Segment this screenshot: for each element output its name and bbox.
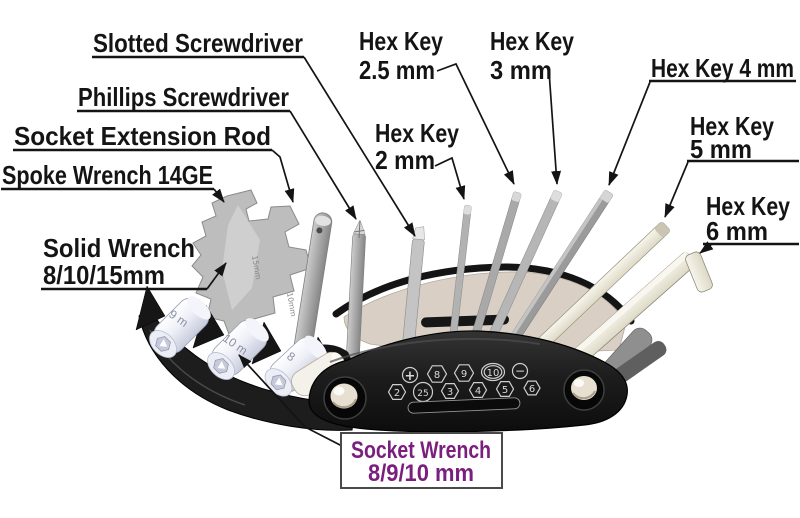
- leader-solid-wrench: [206, 262, 227, 290]
- right-rivet: [563, 369, 605, 411]
- label-hex-2-line1: Hex Key: [375, 118, 459, 148]
- marking-minus: −: [515, 364, 525, 378]
- marking-6: 6: [529, 384, 535, 395]
- back-plate-slot: [421, 314, 509, 328]
- label-hex-3-line2: 3 mm: [490, 55, 552, 85]
- marking-2: 2: [394, 388, 400, 399]
- multi-tool-illustration: 15mm 10mm: [135, 189, 713, 433]
- leader-slotted: [303, 56, 416, 237]
- marking-25: 25: [417, 389, 428, 399]
- spoke-wrench-facet: [222, 205, 260, 310]
- label-hex-6-line2: 6 mm: [706, 216, 768, 246]
- left-rivet: [323, 376, 367, 420]
- label-slotted-screwdriver: Slotted Screwdriver: [93, 28, 303, 58]
- socket-wrench-callout-box: Socket Wrench 8/9/10 mm: [340, 432, 503, 489]
- phillips-screwdriver-rod: [345, 219, 366, 365]
- leader-hex-4: [608, 81, 651, 186]
- marking-9: 9: [461, 369, 467, 380]
- label-phillips-screwdriver: Phillips Screwdriver: [78, 82, 289, 112]
- hex-key-6mm-bend: [685, 251, 713, 293]
- hex-key-3mm-rod: [475, 190, 563, 366]
- label-socket-wrench-line1: Socket Wrench: [351, 437, 491, 464]
- leader-socket-extension: [271, 149, 295, 203]
- label-hex-2-5-line2: 2.5 mm: [359, 55, 435, 85]
- body-marking-texts: + 8 9 10 − 2 25 3 4 5 6: [394, 364, 535, 399]
- marking-plus: +: [405, 369, 416, 384]
- callout-labels: Slotted Screwdriver Phillips Screwdriver…: [2, 26, 794, 489]
- label-socket-extension-rod: Socket Extension Rod: [14, 121, 271, 151]
- leader-hex-3: [548, 70, 562, 185]
- etched-10mm: 10mm: [285, 292, 298, 317]
- callout-lines: [1, 55, 799, 447]
- slotted-screwdriver-rod: [401, 226, 425, 360]
- label-hex-3-line1: Hex Key: [490, 26, 574, 56]
- label-hex-2-5-line1: Hex Key: [359, 26, 443, 56]
- socket-9mm: [149, 296, 211, 358]
- label-hex-5-line1: Hex Key: [690, 111, 774, 141]
- label-hex-2-line2: 2 mm: [375, 145, 435, 175]
- marking-3: 3: [447, 387, 453, 398]
- hex-key-2-5mm-rod: [464, 191, 522, 362]
- tool-body-top-highlight: [329, 337, 541, 363]
- body-slot: [407, 397, 521, 414]
- label-hex-4: Hex Key 4 mm: [651, 53, 794, 83]
- socket-10mm: [207, 318, 269, 380]
- leader-socket-wrench: [238, 354, 343, 447]
- leader-spoke-wrench: [212, 188, 225, 203]
- hex-key-4mm-rod: [489, 189, 613, 374]
- label-hex-6-line1: Hex Key: [706, 191, 790, 221]
- leader-hex-2-5: [436, 62, 515, 185]
- body-markings: [387, 362, 541, 403]
- label-spoke-wrench: Spoke Wrench 14GE: [2, 160, 213, 190]
- marking-5: 5: [502, 385, 508, 396]
- marking-4: 4: [475, 386, 481, 397]
- label-solid-wrench-line1: Solid Wrench: [43, 233, 195, 263]
- label-hex-5-line2: 5 mm: [690, 134, 752, 164]
- label-solid-wrench-line2: 8/10/15mm: [43, 260, 165, 290]
- leader-hex-6: [699, 241, 714, 254]
- label-socket-wrench-line2: 8/9/10 mm: [368, 460, 474, 487]
- marking-10: 10: [487, 368, 500, 379]
- leader-hex-5: [664, 161, 689, 218]
- etched-15mm: 15mm: [250, 255, 263, 280]
- marking-8: 8: [434, 370, 440, 381]
- leader-hex-2: [434, 156, 466, 200]
- leader-phillips: [289, 110, 357, 220]
- socket-8mm: [264, 335, 328, 397]
